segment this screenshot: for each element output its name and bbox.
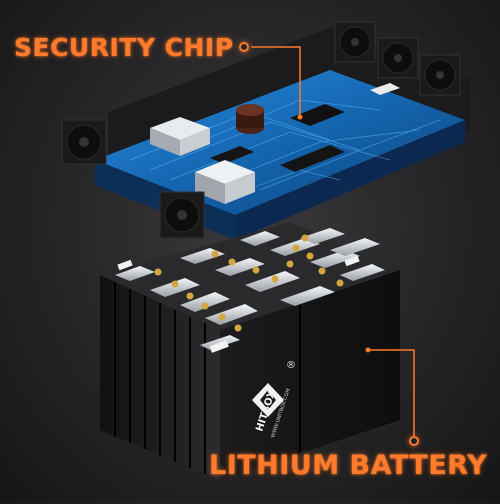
fan-top-2 (377, 37, 419, 79)
battery-pack (100, 222, 400, 480)
lithium-battery-label: LITHIUM BATTERY (209, 450, 488, 481)
chip-callout-end (297, 114, 303, 120)
brand-logo (252, 383, 284, 417)
control-board (61, 21, 470, 240)
security-chip-callout-dot (239, 42, 249, 52)
registered-mark: ® (286, 360, 296, 371)
security-chip-label: SECURITY CHIP (14, 33, 234, 62)
ic-chip-large (280, 145, 345, 172)
balance-leads (117, 255, 360, 353)
lithium-battery-callout-dot (409, 436, 419, 446)
relay-2 (195, 160, 255, 204)
pcb-edge-right (235, 120, 465, 240)
security-chip (290, 104, 345, 126)
battery-callout-end (365, 347, 371, 353)
terminal-bolts (154, 234, 344, 332)
battery-front-right (220, 270, 400, 480)
chip-callout-line (251, 46, 301, 115)
capacitor-cap (236, 104, 264, 116)
fan-left (61, 119, 107, 165)
fan-top-3 (419, 54, 461, 96)
battery-top (100, 222, 400, 330)
relay-1 (150, 117, 210, 156)
pcb-board (95, 70, 465, 215)
fan-top-1 (334, 21, 376, 63)
battery-callout-line (370, 349, 415, 436)
connector-white (370, 83, 400, 95)
callout-lines (251, 46, 415, 436)
cell-dividers (114, 282, 301, 474)
fan-bottom (159, 191, 205, 239)
ic-chip-small (210, 146, 254, 164)
